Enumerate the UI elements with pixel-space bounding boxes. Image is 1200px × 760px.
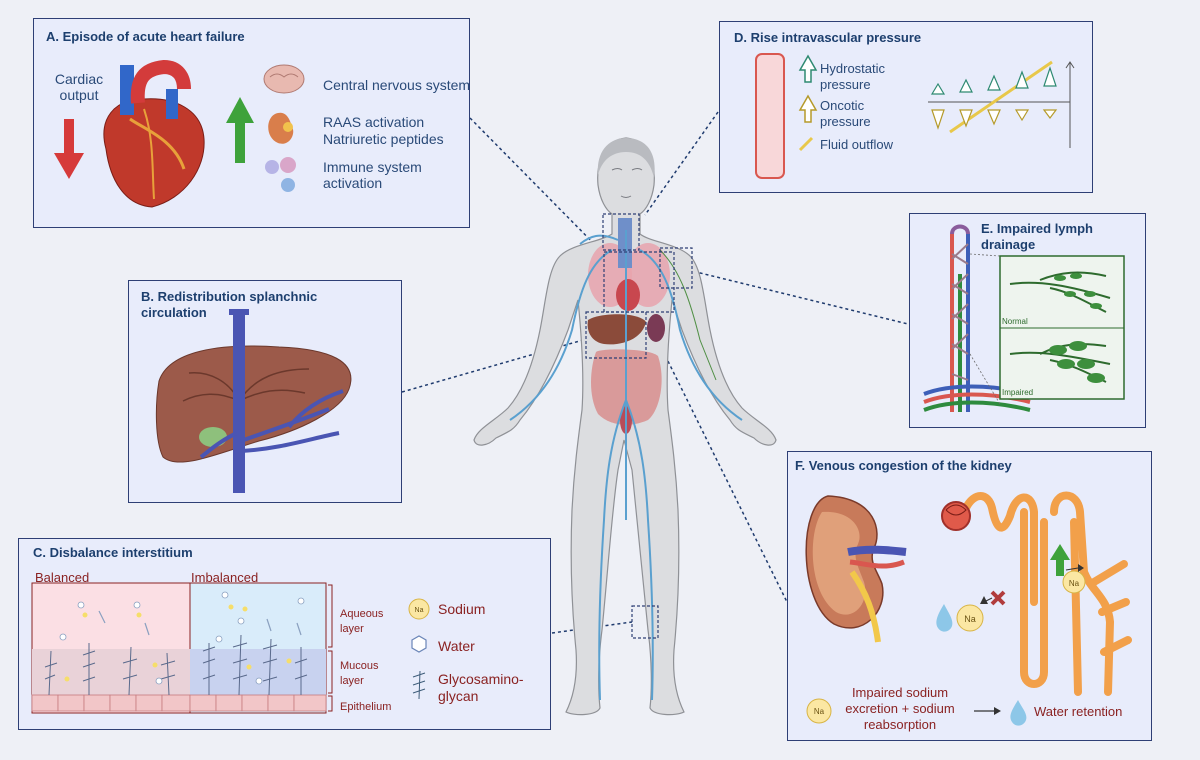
blocked-cross-icon [990, 590, 1006, 606]
immune-cells-icon [265, 157, 296, 192]
panel-b-title: B. Redistribution splanchnic circulation [141, 289, 318, 320]
gag-legend-icon [412, 670, 426, 700]
panel-b: B. Redistribution splanchnic circulation [128, 280, 402, 503]
nephron-tubule [962, 491, 1132, 696]
highlight-neck [602, 213, 640, 251]
sodium-excretion-label: Impaired sodium excretion + sodium reabs… [845, 685, 955, 732]
water-drop-icon [936, 604, 953, 632]
oncotic-arrow-icon [798, 94, 818, 123]
highlight-liver [585, 311, 647, 359]
sodium-legend-icon: Na [408, 598, 430, 620]
aqueous-layer-label: Aqueous layer [340, 608, 384, 635]
fluid-outflow-icon [798, 136, 814, 152]
pressure-diagram [755, 53, 1075, 179]
vessel-icon [755, 53, 785, 179]
panel-a-title: A. Episode of acute heart failure [46, 29, 245, 44]
cns-label: Central nervous system [323, 77, 471, 93]
fluid-outflow-label: Fluid outflow [820, 137, 893, 152]
imbalanced-label: Imbalanced [191, 570, 259, 585]
panel-d-title: D. Rise intravascular pressure [734, 30, 922, 45]
water-label: Water [438, 638, 475, 654]
na-tubule-label: Na [1069, 579, 1080, 588]
highlight-leg [631, 605, 659, 639]
liver-illustration [155, 309, 352, 493]
up-arrow-icon [1050, 544, 1070, 576]
organs [587, 218, 670, 434]
panel-f-title: F. Venous congestion of the kidney [795, 458, 1012, 473]
down-arrow-icon [54, 119, 84, 179]
up-arrow-icon [226, 97, 254, 163]
balanced-label: Balanced [35, 570, 90, 585]
mucous-layer-label: Mucous layer [340, 660, 379, 687]
na-bottom-label: Na [814, 707, 825, 716]
hydrostatic-arrow-icon [798, 54, 818, 83]
panel-c-title: C. Disbalance interstitium [33, 545, 193, 560]
water-drop-bottom-icon [1010, 700, 1027, 726]
water-retention-label: Water retention [1034, 704, 1123, 719]
kidney-nephron-diagram: Na Na Na [805, 491, 1132, 726]
normal-lymph-vessels [1009, 271, 1111, 313]
oncotic-label: Oncotic pressure [820, 98, 871, 129]
natriuretic-label: Natriuretic peptides [323, 131, 444, 147]
raas-label: RAAS activation [323, 114, 425, 130]
sodium-label: Sodium [438, 601, 486, 617]
lymph-diagram [923, 224, 1125, 412]
hydrostatic-label: Hydrostatic pressure [820, 61, 886, 92]
panel-a: A. Episode of acute heart failure Cardia… [33, 18, 470, 228]
water-legend-icon [411, 635, 427, 653]
panel-e: E. Impaired lymph drainage [909, 213, 1146, 428]
cardiac-output-label: Cardiac output [54, 71, 104, 103]
glomerulus-icon [941, 501, 971, 531]
heart-icon [103, 59, 205, 208]
interstitium-diagram: Na [31, 582, 430, 714]
pressure-mini-chart [928, 60, 1075, 148]
panel-d: D. Rise intravascular pressure [719, 21, 1093, 193]
connector-e [687, 269, 913, 326]
impaired-label: Impaired [1002, 388, 1034, 397]
normal-label: Normal [1002, 317, 1028, 326]
na-kidney-label: Na [964, 614, 976, 624]
sodium-icon-label: Na [415, 607, 424, 614]
epithelium-label: Epithelium [340, 701, 392, 713]
panel-c: C. Disbalance interstitium Balanced Imba… [18, 538, 551, 730]
panel-f: F. Venous congestion of the kidney [787, 451, 1152, 741]
glycosaminoglycan-label: Glycosamino-glycan [438, 671, 524, 704]
kidney-icon [805, 495, 907, 643]
vessels [509, 230, 743, 701]
brain-icon [263, 64, 305, 94]
immune-label: Immune system activation [323, 159, 422, 191]
connector-c [551, 621, 633, 634]
panel-e-title: E. Impaired lymph drainage [981, 221, 1093, 252]
kidney-icon [268, 112, 294, 144]
highlight-armpit [659, 247, 693, 289]
panel-a-graphics [54, 59, 305, 208]
